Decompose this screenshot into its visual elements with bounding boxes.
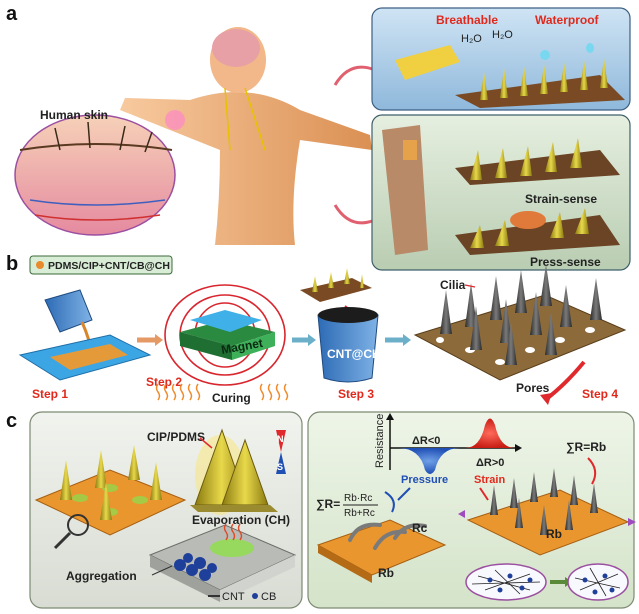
sum-r-rb-label: ∑R=Rb — [566, 440, 606, 454]
pressure-arrow — [397, 487, 411, 501]
rb2-label: Rb — [546, 527, 562, 541]
cilia-label: Cilia — [440, 278, 466, 292]
evaporation-block — [148, 523, 297, 602]
materials-label: PDMS/CIP+CNT/CB@CH — [48, 260, 170, 272]
magnifier-icon — [67, 514, 89, 536]
dr-neg-label: ΔR<0 — [412, 435, 440, 447]
network-before — [465, 563, 547, 601]
materials-box — [29, 255, 173, 275]
h2o-label-1: H₂O — [461, 33, 482, 45]
step4-label: Step 4 — [582, 387, 618, 401]
resistance-graph: Resistance ΔR<0 ΔR>0 Pressure Strain — [374, 413, 522, 486]
cip-pdms-label: CIP/PDMS — [147, 430, 205, 444]
formula-denominator: Rb+Rc — [344, 508, 375, 519]
panel-a: a Human skin — [6, 3, 631, 271]
formula-lhs: ∑R= — [316, 497, 340, 511]
legend-c: CNT CB — [208, 591, 276, 603]
press-sense-label: Press-sense — [530, 255, 601, 269]
pores-label: Pores — [516, 381, 550, 395]
strain-press-box: Strain-sense Press-sense — [371, 114, 631, 271]
curing-label: Curing — [212, 391, 251, 405]
magnet-s-label: S — [277, 462, 283, 472]
legend-cnt-label: CNT — [222, 591, 245, 603]
step4-illustration — [413, 264, 627, 381]
water-drop-icon — [540, 50, 550, 60]
h2o-label-2: H₂O — [492, 29, 513, 41]
step3-illustration: CNT@CH — [300, 268, 381, 383]
ns-magnet-icon: N S — [276, 430, 286, 474]
resistance-label: Resistance — [374, 414, 386, 468]
legend-cb-label: CB — [261, 591, 276, 603]
evaporation-label: Evaporation (CH) — [192, 513, 290, 527]
pressure-label: Pressure — [401, 474, 448, 486]
panel-a-label: a — [6, 3, 18, 25]
panel-c: c CIP/PDMS — [6, 410, 303, 609]
beaker-cnt-icon — [317, 314, 379, 383]
water-drop-icon-2 — [586, 43, 594, 53]
strain-arrow — [479, 487, 489, 501]
human-skin-label: Human skin — [40, 108, 108, 122]
panel-b: b PDMS/CIP+CNT/CB@CH Step 1 Magnet — [6, 253, 627, 405]
panel-b-label: b — [6, 253, 18, 275]
cilia-array-c — [34, 445, 187, 550]
cnt-ch-label: CNT@CH — [327, 347, 381, 361]
breathable-waterproof-box: Breathable Waterproof H₂O H₂O — [371, 7, 631, 111]
formula-numerator: Rb·Rc — [344, 493, 372, 504]
strain-label: Strain — [474, 474, 505, 486]
magnet-n-label: N — [277, 434, 284, 444]
waterproof-label: Waterproof — [535, 13, 600, 27]
pressure-state: Rc Rb — [316, 519, 447, 583]
step3-label: Step 3 — [338, 387, 374, 401]
bell-negative — [398, 448, 460, 474]
drop-icon — [36, 261, 44, 269]
pressure-curl-arrow — [384, 491, 395, 513]
step1-label: Step 1 — [32, 387, 68, 401]
arrow-to-breathable — [333, 65, 376, 86]
network-after — [567, 563, 629, 601]
skin-cross-section — [14, 114, 176, 236]
finger-icon — [510, 211, 546, 229]
arrow-to-sensing — [333, 204, 376, 225]
human-figure — [120, 27, 372, 245]
strain-curl-arrow — [587, 457, 597, 485]
brain-icon — [212, 29, 260, 67]
skin-glow-icon — [165, 110, 185, 130]
step1-illustration — [18, 289, 152, 381]
rc-label: Rc — [412, 521, 428, 535]
gloved-hand-icon — [395, 45, 460, 80]
breathable-label: Breathable — [436, 13, 498, 27]
bell-positive — [465, 418, 515, 448]
beaker-icon — [44, 289, 93, 333]
cb-legend-swatch — [252, 593, 258, 599]
panel-c-label: c — [6, 410, 17, 432]
heat-icons-right — [259, 383, 289, 401]
heat-icons-left — [155, 383, 201, 401]
aggregation-label: Aggregation — [66, 569, 137, 583]
panel-d: d Resistance ΔR<0 ΔR>0 Pressure Strain ∑… — [307, 411, 636, 609]
step2-illustration: Magnet — [164, 284, 286, 386]
formula-parallel: ∑R= Rb·Rc Rb+Rc — [316, 493, 378, 519]
rb-label: Rb — [378, 566, 394, 580]
dr-pos-label: ΔR>0 — [476, 457, 504, 469]
strain-state: Rb — [458, 468, 636, 556]
cip-pdms-zoom — [190, 428, 278, 515]
strain-sense-label: Strain-sense — [525, 192, 597, 206]
